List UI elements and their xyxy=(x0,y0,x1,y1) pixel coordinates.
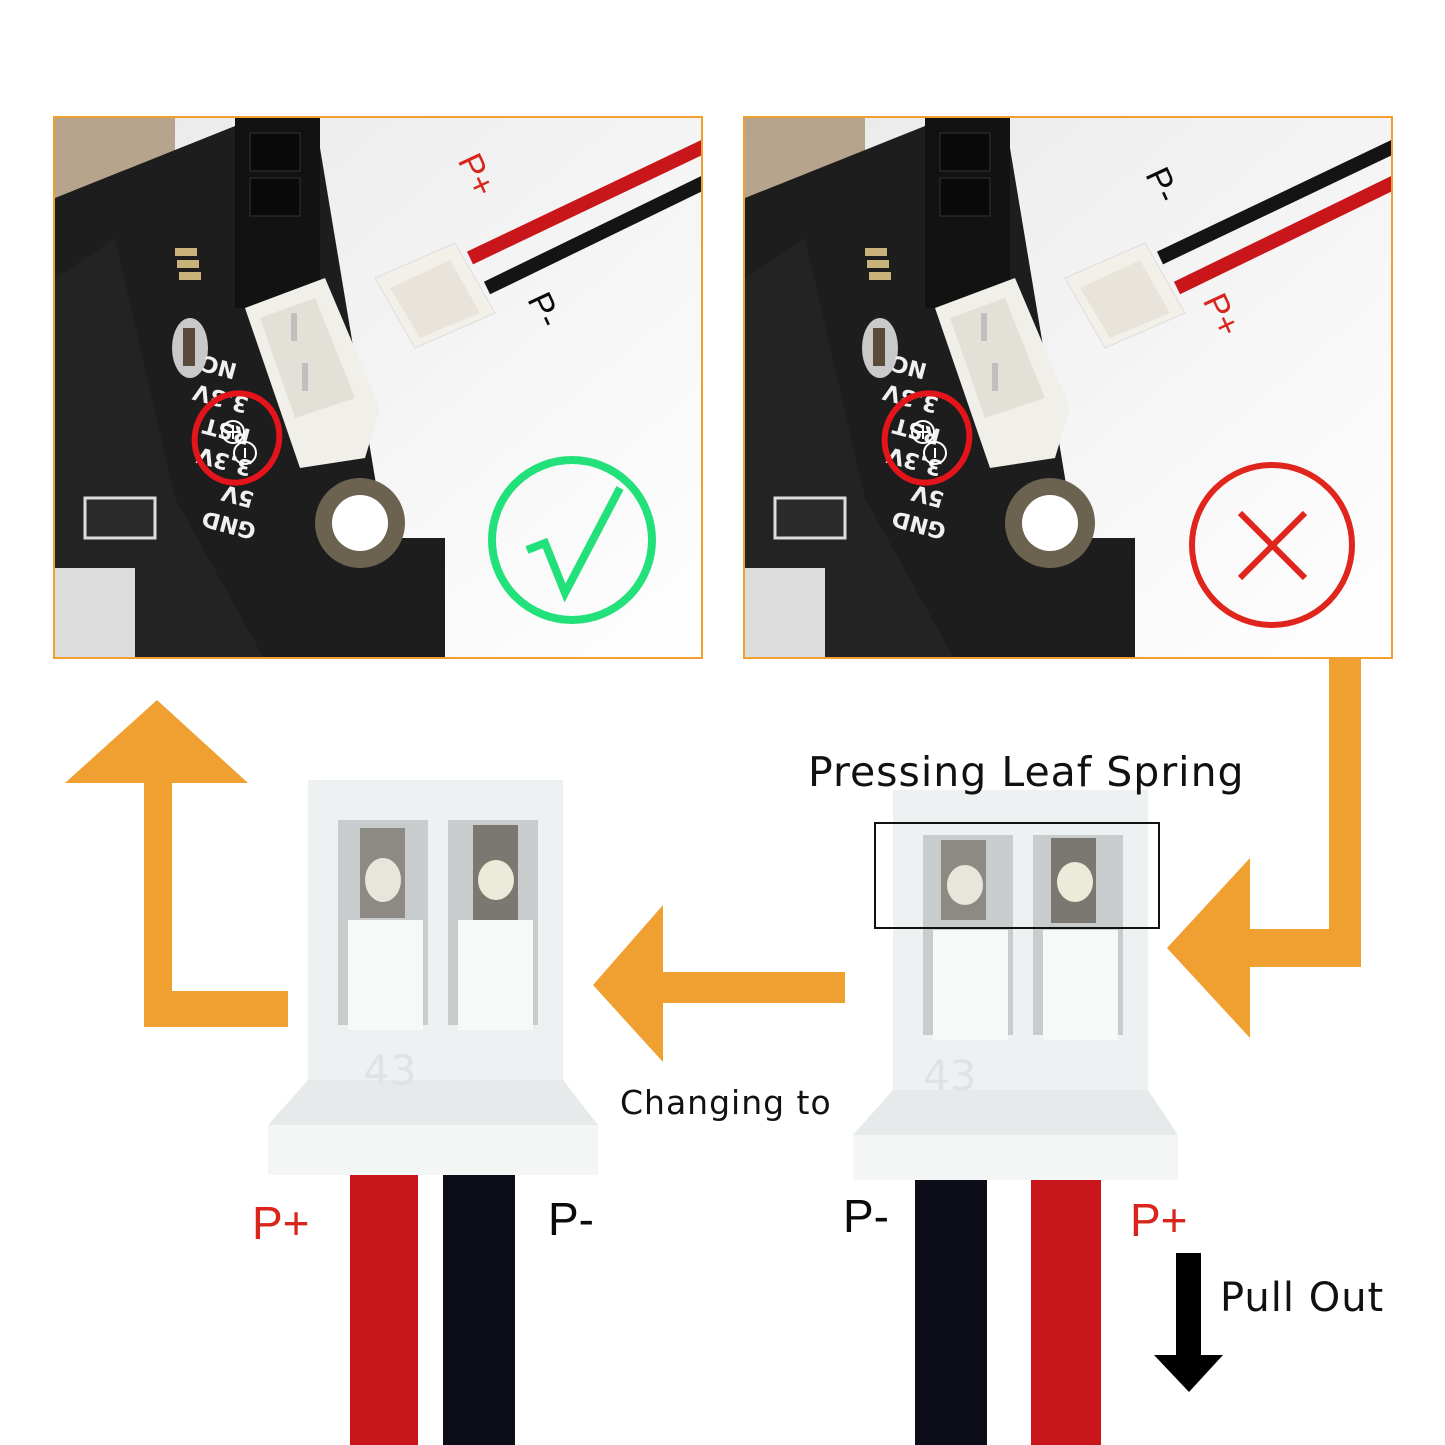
right-connector-plus-label: P+ xyxy=(1130,1194,1188,1246)
pull-out-label: Pull Out xyxy=(1220,1275,1385,1321)
corrected-connector-photo: 43 xyxy=(268,780,598,1445)
leaf-spring-highlight-box xyxy=(874,822,1160,929)
pressing-leaf-spring-label: Pressing Leaf Spring xyxy=(808,748,1245,796)
arrow-down-left-icon xyxy=(1167,657,1361,1038)
right-connector-minus-label: P- xyxy=(843,1190,889,1242)
correct-wiring-photo: NC 3.3V RST 3.3V 5V GND xyxy=(55,118,701,657)
left-connector-minus-label: P- xyxy=(548,1193,594,1245)
original-connector-photo: 43 xyxy=(853,790,1178,1445)
changing-to-label: Changing to xyxy=(620,1083,832,1122)
arrow-up-icon xyxy=(65,700,288,1027)
wrong-wiring-photo: NC 3.3V RST 3.3V 5V GND xyxy=(745,118,1391,657)
wrong-wiring-panel: NC 3.3V RST 3.3V 5V GND P- P+ xyxy=(743,116,1393,659)
svg-text:43: 43 xyxy=(923,1051,976,1100)
polarity-highlight-circle xyxy=(191,390,283,486)
left-connector-plus-label: P+ xyxy=(252,1197,310,1249)
correct-wiring-panel: NC 3.3V RST 3.3V 5V GND P+ P- xyxy=(53,116,703,659)
x-circle-icon xyxy=(1189,462,1355,628)
check-circle-icon xyxy=(488,456,656,624)
molding-number: 43 xyxy=(363,1046,416,1095)
arrow-left-icon xyxy=(593,905,845,1062)
arrow-down-icon xyxy=(1154,1253,1223,1392)
